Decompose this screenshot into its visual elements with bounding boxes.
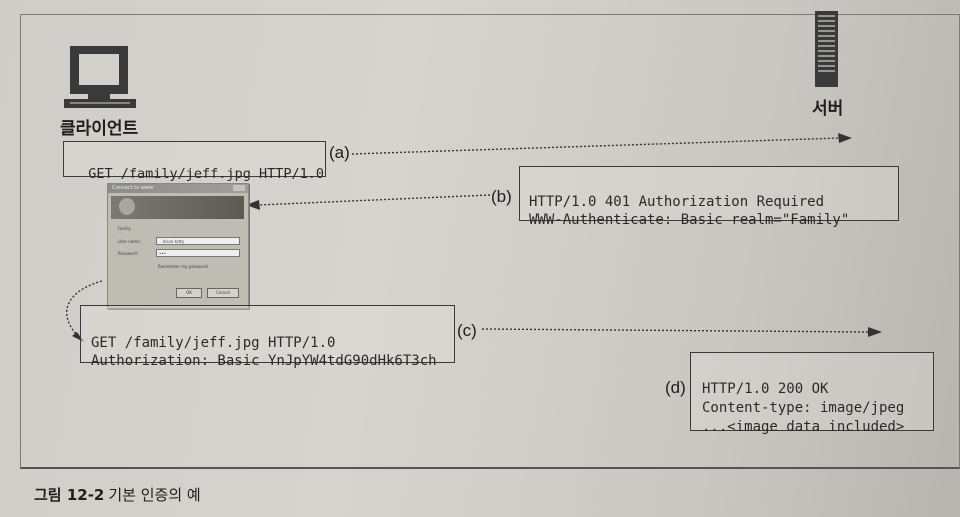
- dialog-cancel-button: Cancel: [207, 288, 239, 298]
- step-d-label: (d): [665, 378, 686, 397]
- client-label: 클라이언트: [60, 119, 139, 139]
- response-d-line2: Content-type: image/jpeg: [702, 400, 905, 416]
- dialog-realm: Family: [118, 226, 131, 231]
- response-d-line3: ...<image data included>: [702, 419, 905, 435]
- dialog-password-field: •••: [156, 249, 240, 257]
- dialog-close-icon: [233, 185, 245, 191]
- figure-number: 그림 12-2: [34, 486, 105, 504]
- arrow-dialog-to-c: [66, 280, 103, 335]
- login-dialog-image: Connect to www Family User name: brian-t…: [107, 183, 249, 309]
- request-a-box: GET /family/jeff.jpg HTTP/1.0: [63, 141, 326, 182]
- figure-caption-text: 기본 인증의 예: [108, 486, 201, 504]
- response-b-line1: HTTP/1.0 401 Authorization Required: [529, 194, 825, 210]
- server-icon: [815, 11, 838, 87]
- step-b-label: (b): [491, 187, 512, 206]
- dialog-ok-button: OK: [176, 288, 202, 298]
- dialog-user-label: User name:: [118, 239, 142, 244]
- dialog-title: Connect to www: [112, 185, 154, 191]
- request-a-line1: GET /family/jeff.jpg HTTP/1.0: [88, 166, 324, 182]
- arrow-a: [351, 137, 841, 155]
- response-d-line1: HTTP/1.0 200 OK: [702, 381, 829, 397]
- client-computer-icon: [64, 46, 136, 108]
- dialog-remember: Remember my password: [158, 264, 208, 269]
- response-d-box: HTTP/1.0 200 OK Content-type: image/jpeg.…: [690, 352, 934, 435]
- step-c-label: (c): [457, 321, 477, 340]
- step-a-label: (a): [329, 143, 350, 162]
- dialog-password-label: Password:: [118, 251, 139, 256]
- request-c-line1: GET /family/jeff.jpg HTTP/1.0: [91, 335, 336, 351]
- response-b-line2: WWW-Authenticate: Basic realm="Family": [529, 212, 850, 228]
- server-label: 서버: [812, 99, 844, 119]
- request-c-line2: Authorization: Basic YnJpYW4tdG90dHk6T3c…: [91, 353, 437, 369]
- key-icon: [119, 198, 135, 215]
- dialog-user-field: brian-totty: [156, 237, 240, 245]
- arrow-b: [257, 194, 491, 206]
- arrow-c: [481, 328, 871, 333]
